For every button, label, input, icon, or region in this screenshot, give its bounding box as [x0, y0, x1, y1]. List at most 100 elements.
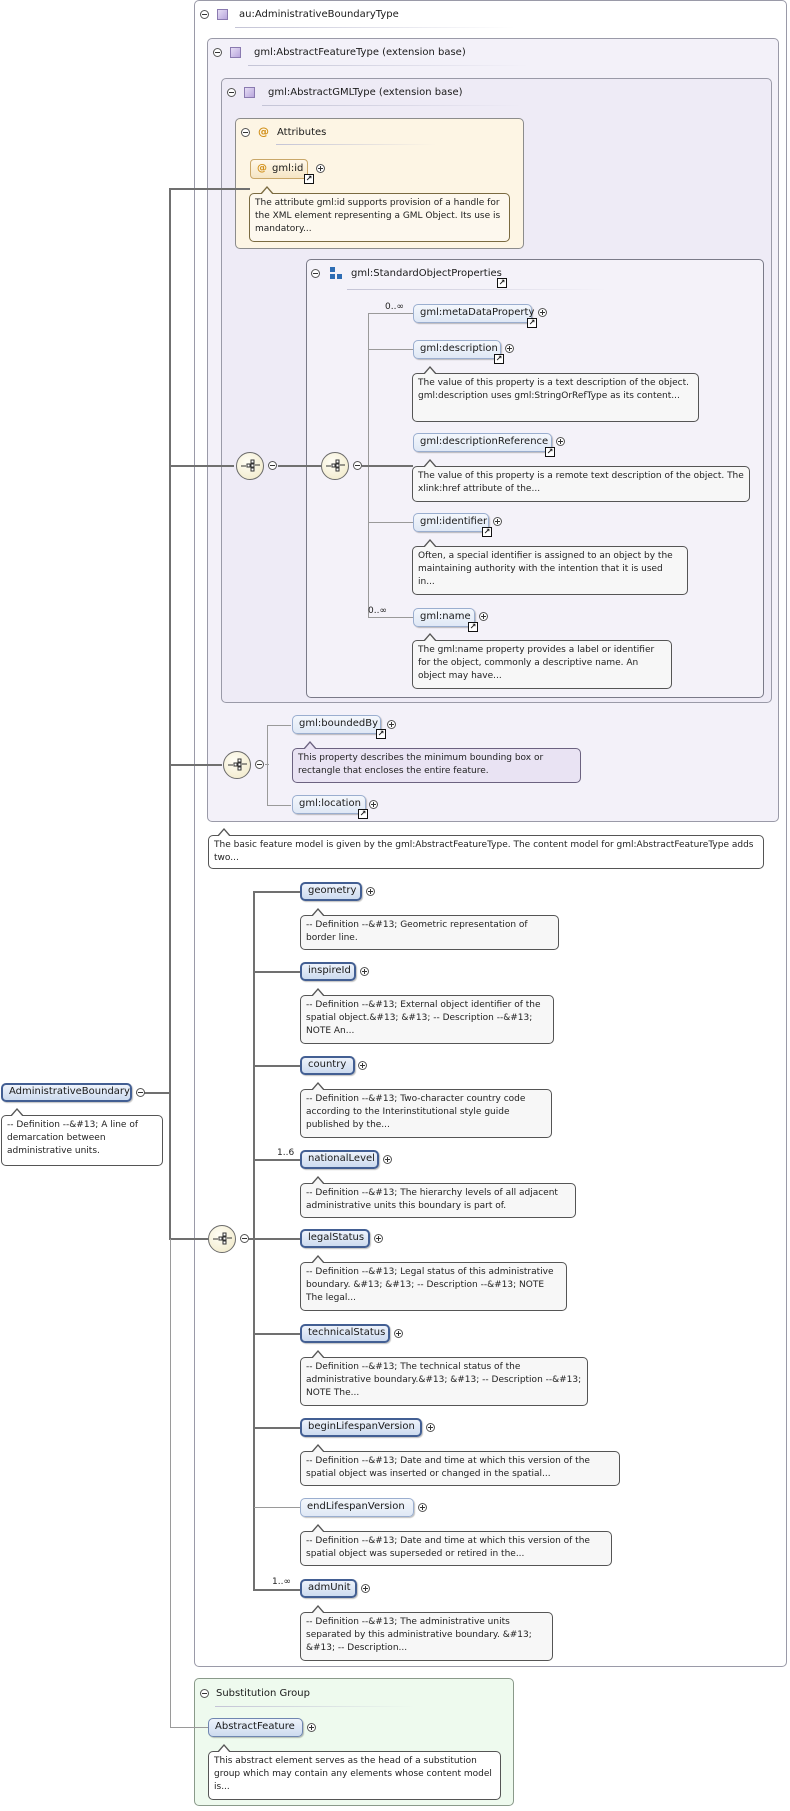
gml-name-element[interactable]: gml:name — [413, 608, 475, 627]
root-element[interactable]: AdministrativeBoundary — [1, 1083, 132, 1102]
legalstatus-element[interactable]: legalStatus — [300, 1229, 370, 1248]
divider — [347, 289, 607, 290]
connector — [368, 617, 413, 618]
connector — [169, 764, 222, 766]
complex-type-icon — [244, 87, 255, 98]
callout-tail — [312, 1257, 324, 1264]
connector — [170, 1727, 208, 1728]
admunit-element[interactable]: admUnit — [300, 1579, 357, 1598]
callout-tail — [424, 461, 436, 468]
expand-toggle[interactable] — [394, 1329, 403, 1338]
jump-icon[interactable]: ↗ — [304, 174, 314, 184]
callout-tail — [261, 188, 273, 195]
gml-descriptionreference-element[interactable]: gml:descriptionReference — [413, 433, 552, 452]
geometry-element[interactable]: geometry — [300, 882, 362, 901]
callout-tail — [312, 1352, 324, 1359]
expand-toggle[interactable] — [505, 344, 514, 353]
inspireid-element[interactable]: inspireId — [300, 962, 356, 981]
gml-metadataproperty-element[interactable]: gml:metaDataProperty — [413, 304, 534, 323]
expand-toggle[interactable] — [493, 517, 502, 526]
expand-toggle[interactable] — [360, 967, 369, 976]
collapse-toggle[interactable] — [200, 10, 209, 19]
feature-type-documentation: The basic feature model is given by the … — [208, 828, 764, 869]
technicalstatus-element[interactable]: technicalStatus — [300, 1324, 390, 1343]
geometry-documentation: -- Definition --&#13; Geometric represen… — [300, 908, 559, 950]
group-icon — [330, 267, 342, 279]
connector — [278, 465, 321, 467]
abstractfeature-element[interactable]: AbstractFeature — [208, 1718, 303, 1737]
expand-toggle[interactable] — [556, 437, 565, 446]
gml-boundedby-element[interactable]: gml:boundedBy — [292, 715, 381, 734]
connector — [169, 188, 250, 190]
nationallevel-element[interactable]: nationalLevel — [300, 1150, 379, 1169]
collapse-toggle[interactable] — [240, 1234, 249, 1243]
collapse-toggle[interactable] — [241, 128, 250, 137]
complex-type-icon — [230, 47, 241, 58]
cardinality: 1..6 — [277, 1148, 295, 1158]
expand-toggle[interactable] — [374, 1234, 383, 1243]
connector — [253, 1159, 300, 1161]
collapse-toggle[interactable] — [255, 760, 264, 769]
country-element[interactable]: country — [300, 1056, 355, 1075]
jump-icon[interactable]: ↗ — [494, 354, 504, 364]
collapse-toggle[interactable] — [227, 88, 236, 97]
gml-location-element[interactable]: gml:location — [292, 795, 366, 814]
admunit-documentation: -- Definition --&#13; The administrative… — [300, 1605, 553, 1661]
collapse-toggle[interactable] — [213, 48, 222, 57]
gml-description-documentation: The value of this property is a text des… — [412, 366, 699, 422]
expand-toggle[interactable] — [316, 164, 325, 173]
connector — [254, 1507, 300, 1508]
expand-toggle[interactable] — [387, 720, 396, 729]
expand-toggle[interactable] — [361, 1584, 370, 1593]
gml-identifier-element[interactable]: gml:identifier — [413, 513, 489, 532]
feature-panel-title: gml:AbstractFeatureType (extension base) — [254, 47, 466, 58]
expand-toggle[interactable] — [383, 1155, 392, 1164]
endlifespanversion-documentation: -- Definition --&#13; Date and time at w… — [300, 1524, 612, 1566]
callout-tail — [424, 541, 436, 548]
gml-description-element[interactable]: gml:description — [413, 340, 501, 359]
callout-tail — [424, 635, 436, 642]
attribute-icon: @ — [258, 125, 269, 138]
collapse-toggle[interactable] — [136, 1088, 145, 1097]
endlifespanversion-element[interactable]: endLifespanVersion — [300, 1498, 414, 1517]
connector — [246, 1238, 300, 1240]
sequence-compositor-icon — [236, 452, 264, 480]
expand-toggle[interactable] — [479, 612, 488, 621]
callout-tail — [304, 743, 316, 750]
beginlifespanversion-element[interactable]: beginLifespanVersion — [300, 1418, 422, 1437]
collapse-toggle[interactable] — [268, 461, 277, 470]
collapse-toggle[interactable] — [311, 269, 320, 278]
jump-icon[interactable]: ↗ — [482, 527, 492, 537]
jump-icon[interactable]: ↗ — [545, 447, 555, 457]
jump-icon[interactable]: ↗ — [376, 729, 386, 739]
connector — [267, 805, 291, 806]
attribute-icon: @ — [257, 163, 267, 174]
expand-toggle[interactable] — [358, 1061, 367, 1070]
expand-toggle[interactable] — [307, 1723, 316, 1732]
attributes-title: Attributes — [277, 127, 327, 138]
collapse-toggle[interactable] — [353, 461, 362, 470]
collapse-toggle[interactable] — [200, 1689, 209, 1698]
connector — [368, 522, 413, 523]
gml-boundedby-documentation: This property describes the minimum boun… — [292, 741, 581, 783]
jump-icon[interactable]: ↗ — [527, 318, 537, 328]
jump-icon[interactable]: ↗ — [468, 622, 478, 632]
callout-tail — [424, 368, 436, 375]
expand-toggle[interactable] — [418, 1503, 427, 1512]
divider — [235, 27, 515, 28]
type-panel-title: au:AdministrativeBoundaryType — [239, 9, 399, 20]
expand-toggle[interactable] — [538, 308, 547, 317]
attribute-gml-id[interactable]: @gml:id — [250, 159, 308, 179]
technicalstatus-documentation: -- Definition --&#13; The technical stat… — [300, 1350, 588, 1406]
expand-toggle[interactable] — [366, 887, 375, 896]
connector — [170, 1239, 171, 1727]
expand-toggle[interactable] — [426, 1423, 435, 1432]
attribute-documentation: The attribute gml:id supports provision … — [249, 186, 510, 242]
jump-icon[interactable]: ↗ — [358, 809, 368, 819]
expand-toggle[interactable] — [369, 800, 378, 809]
jump-icon[interactable]: ↗ — [497, 278, 507, 288]
callout-tail — [218, 1746, 230, 1753]
connector — [362, 465, 413, 467]
connector — [267, 725, 268, 805]
beginlifespanversion-documentation: -- Definition --&#13; Date and time at w… — [300, 1444, 620, 1486]
